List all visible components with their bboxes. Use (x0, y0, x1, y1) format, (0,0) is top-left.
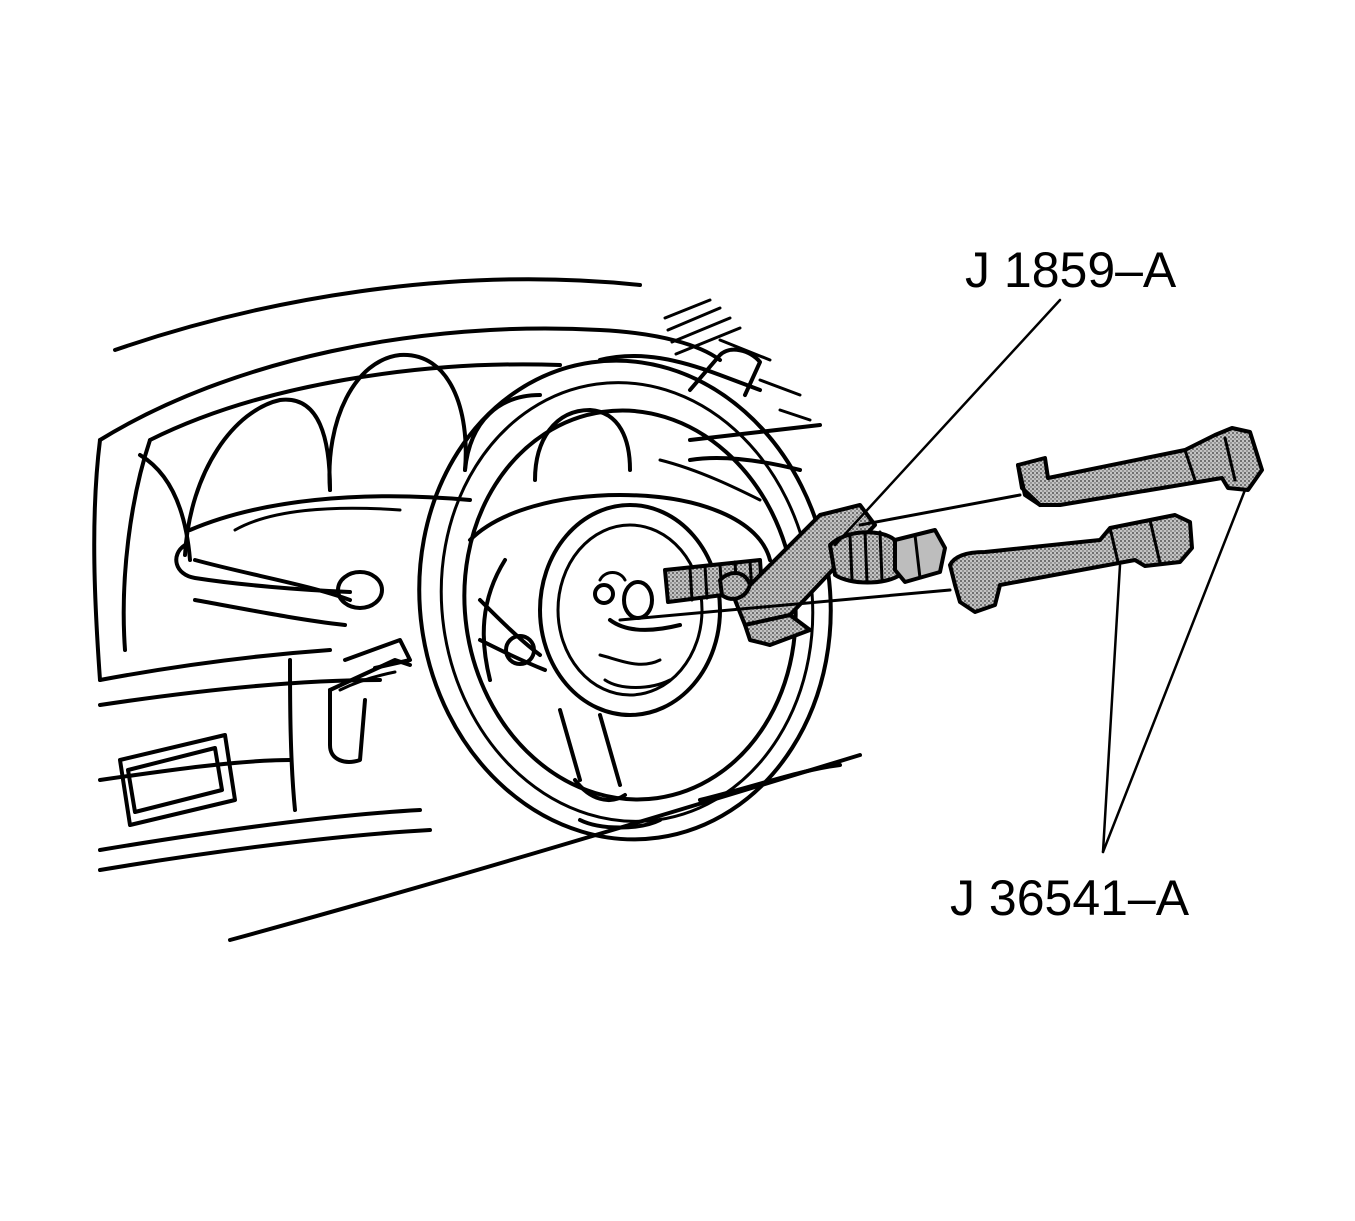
puller-leg-lower (948, 513, 1194, 614)
callout-puller-label: J 1859–A (965, 242, 1177, 298)
leader-legs-lower (1101, 563, 1122, 854)
leg-line-lower (618, 588, 952, 622)
callout-legs-label: J 36541–A (950, 870, 1190, 926)
puller-tool (663, 503, 947, 647)
leader-legs-upper (1101, 488, 1247, 854)
leg-line-upper (858, 493, 1022, 527)
instrument-panel (92, 277, 862, 942)
leader-puller (833, 298, 1062, 547)
puller-leg-upper (1016, 426, 1264, 507)
